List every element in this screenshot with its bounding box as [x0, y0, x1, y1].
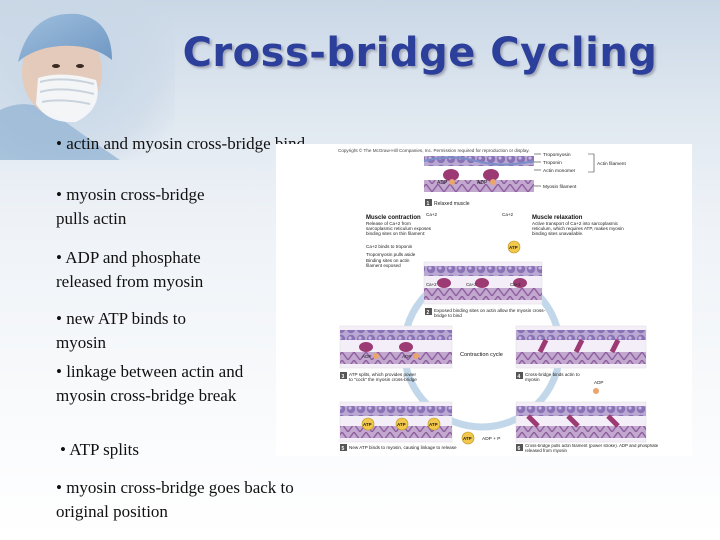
step-number-5: 5 — [342, 446, 345, 452]
label-ca-left: Ca+2 — [426, 212, 438, 217]
relaxation-text: Active transport of Ca+2 into sarcoplasm… — [532, 221, 624, 236]
bullet-3: • ADP and phosphate released from myosin — [56, 248, 204, 291]
atp-label-p5a: ATP — [363, 422, 372, 427]
figure-copyright: Copyright © The McGraw-Hill Companies, I… — [338, 147, 530, 153]
panel-binds: 4 Cross-bridge binds actin to myosin ADP — [515, 325, 647, 394]
relaxation-info: Muscle relaxation Active transport of Ca… — [426, 212, 624, 254]
atp-label-relax: ATP — [509, 245, 518, 250]
phosphate-icon — [593, 388, 599, 394]
step-number-3: 3 — [342, 374, 345, 380]
label-binding-sites: Binding sites on actin filament exposed — [366, 258, 410, 268]
step5-text: New ATP binds to myosin, causing linkage… — [349, 445, 457, 450]
label-myosin-filament: Myosin filament — [543, 184, 577, 190]
slide-title: Cross-bridge Cycling — [182, 30, 658, 76]
step-number-4: 4 — [518, 374, 521, 380]
label-troponin: Troponin — [543, 160, 562, 166]
step-number-2: 2 — [427, 310, 430, 316]
step2-text: Exposed binding sites on actin allow the… — [434, 308, 546, 318]
atp-label-cycle: ATP — [463, 436, 472, 441]
label-ca-right: Ca+2 — [502, 212, 514, 217]
phosphate-icon — [373, 353, 379, 359]
bullet-5: • linkage between actin and myosin cross… — [56, 362, 244, 405]
ca-label-p2a: Ca+2 — [426, 282, 437, 287]
label-actin-filament: Actin filament — [597, 161, 626, 167]
contraction-info: Muscle contraction Release of Ca+2 from … — [366, 215, 432, 268]
adp-label-p3b: ADP — [402, 354, 411, 359]
step-number-1: 1 — [427, 201, 430, 207]
step3-text: ATP splits, which provides power to "coc… — [349, 372, 417, 382]
adp-p-label-cycle: ADP + P — [482, 436, 500, 442]
atp-label-p5c: ATP — [429, 422, 438, 427]
phosphate-icon — [413, 353, 419, 359]
cross-bridge-cycle-figure: Copyright © The McGraw-Hill Companies, I… — [276, 144, 692, 456]
adp-label-p3a: ADP — [362, 354, 371, 359]
contraction-text: Release of Ca+2 from sarcoplasmic reticu… — [366, 221, 432, 236]
adp-label-1: ADP — [437, 180, 448, 186]
label-actin-monomer: Actin monomer — [543, 168, 576, 174]
bullet-4: • new ATP binds to myosin — [56, 309, 186, 352]
label-ca-binds: Ca+2 binds to troponin — [366, 244, 413, 249]
step-number-6: 6 — [518, 446, 521, 452]
step1-text: Relaxed muscle — [434, 201, 470, 207]
bullet-6: • ATP splits — [60, 440, 140, 459]
panel-power-stroke: 6 Cross-bridge pulls actin filament (pow… — [515, 401, 659, 453]
step4-text: Cross-bridge binds actin to myosin — [525, 372, 580, 382]
muscle-contraction-heading: Muscle contraction — [366, 215, 421, 221]
adp-label-p4: ADP — [594, 380, 603, 385]
bullet-7: • myosin cross-bridge goes back to origi… — [56, 478, 294, 521]
label-tropomyosin: Tropomyosin — [543, 152, 571, 158]
ca-label-p2c: Ca+2 — [510, 282, 521, 287]
filament-labels: Tropomyosin Troponin Actin monomer Actin… — [534, 152, 626, 190]
bullet-1: • actin and myosin cross-bridge bind — [56, 134, 306, 153]
contraction-cycle-label: Contraction cycle — [460, 352, 503, 358]
panel-binding-sites: Ca+2 Ca+2 Ca+2 2 Exposed binding sites o… — [423, 261, 546, 318]
bullet-2: • myosin cross-bridge pulls actin — [56, 185, 205, 228]
phosphate-icon — [449, 179, 455, 185]
step6-text: Cross-bridge pulls actin filament (power… — [525, 444, 659, 453]
atp-label-p5b: ATP — [397, 422, 406, 427]
panel-relaxed: ADP ADP 1 Relaxed muscle — [423, 156, 535, 207]
phosphate-icon — [490, 179, 496, 185]
ca-label-p2b: Ca+2 — [466, 282, 477, 287]
label-tropomyosin-shifts: Tropomyosin pulls aside — [366, 252, 416, 257]
muscle-relaxation-heading: Muscle relaxation — [532, 215, 583, 221]
panel-new-atp: ATP ATP ATP 5 New ATP binds to myosin, c… — [339, 401, 457, 452]
surgeon-photo — [0, 0, 175, 160]
adp-label-2: ADP — [477, 180, 488, 186]
panel-cocked: ADP ADP 3 ATP splits, which provides pow… — [339, 325, 453, 382]
